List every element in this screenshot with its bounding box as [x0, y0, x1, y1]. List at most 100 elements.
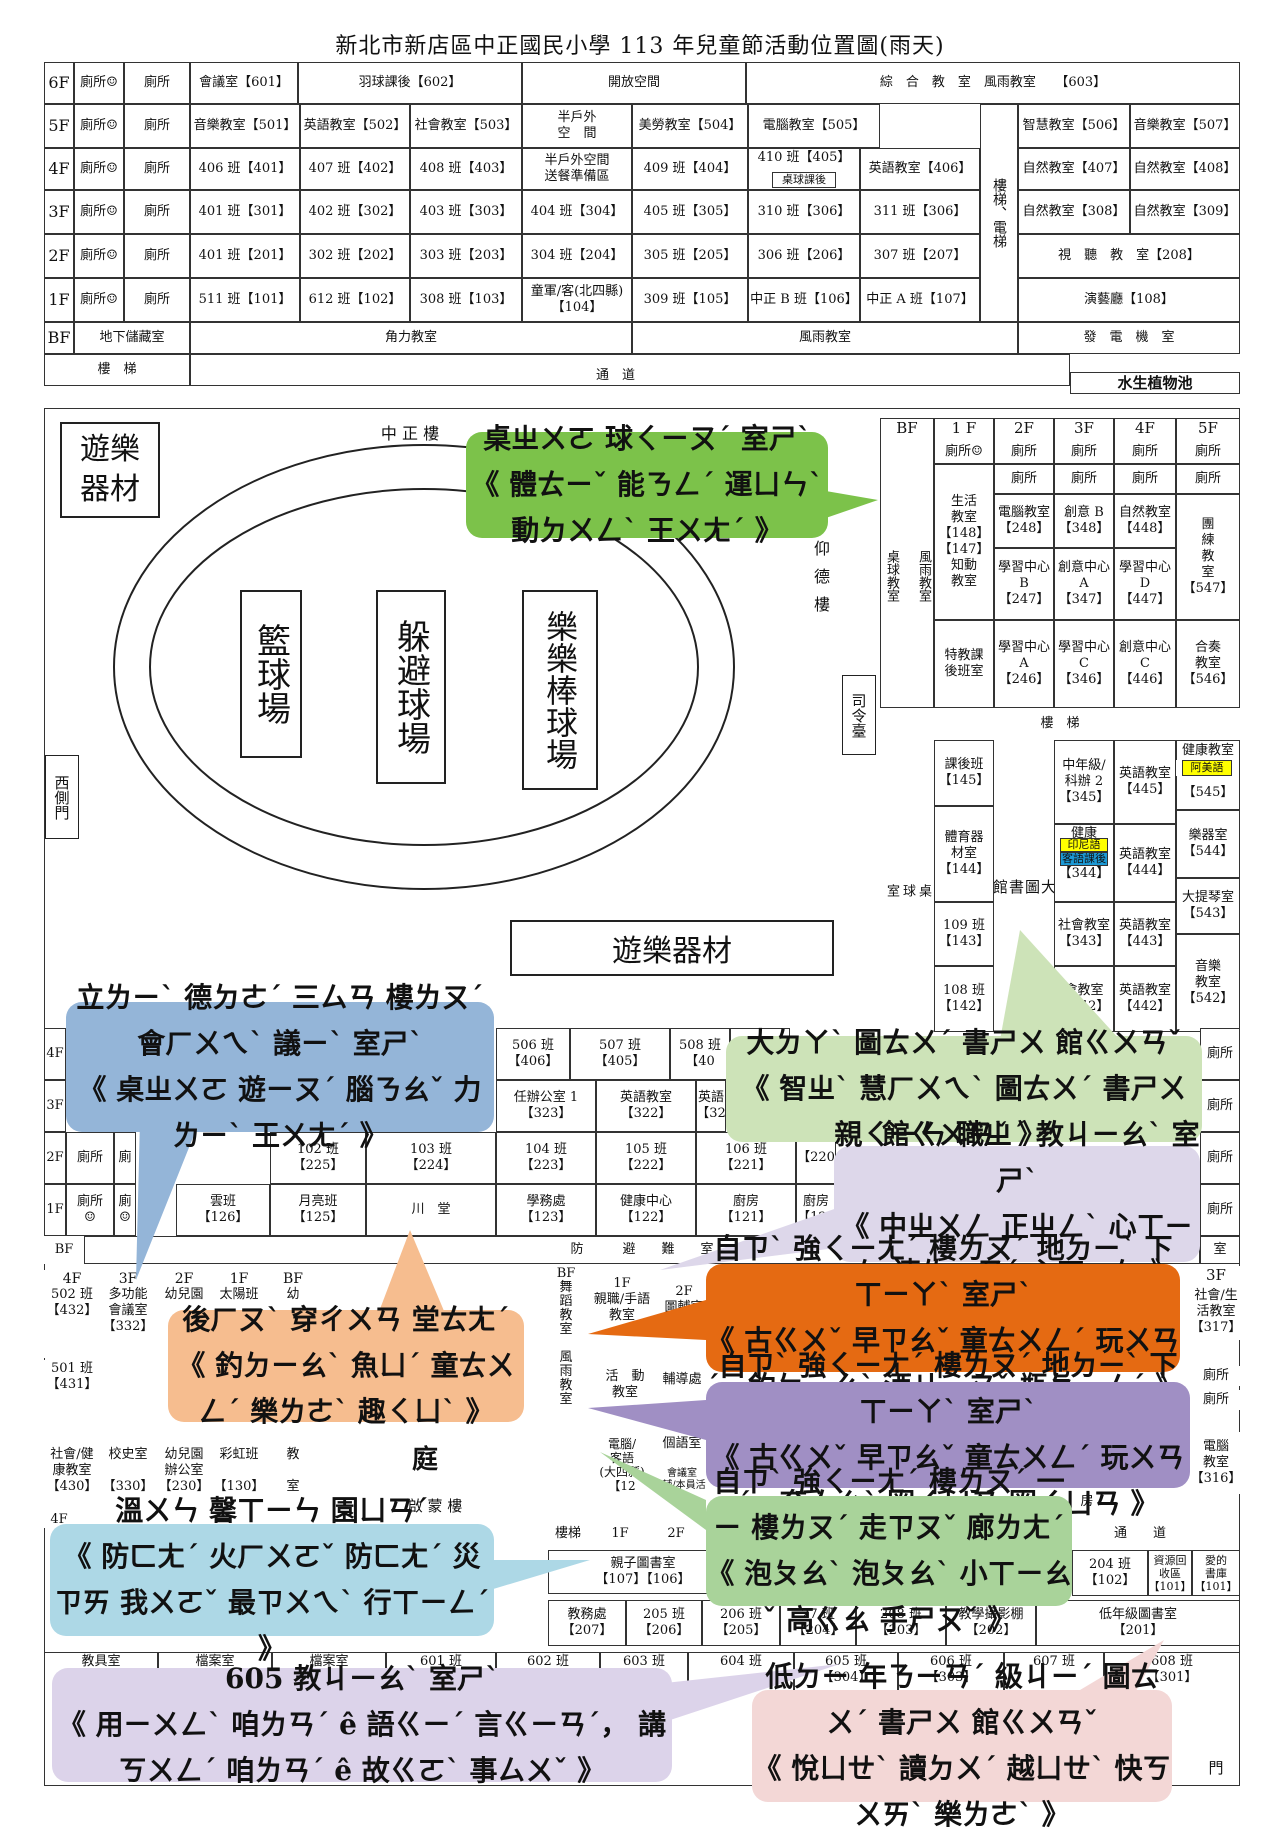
restroom-3f: 廁所: [1200, 1080, 1240, 1132]
baseball-court: 樂樂棒球場: [522, 590, 598, 790]
tail-library: [1000, 930, 1120, 1040]
room-223: 104 班 【223】: [496, 1132, 596, 1184]
restroom-accessible: 廁所☺: [74, 62, 124, 104]
restroom-accessible: 廁所☺: [74, 104, 124, 148]
restroom: 廁所: [1176, 464, 1240, 494]
restroom: 廁所: [124, 148, 190, 190]
room-2f-5: 306 班【206】: [748, 234, 860, 278]
indigenous-language-badge: 印尼語: [1060, 838, 1108, 852]
bubble-line-1: 溫ㄨㄣ 馨ㄒㄧㄣ 園ㄩㄢˊ: [115, 1494, 429, 1527]
floor-label-3F: 3F: [44, 190, 74, 234]
restroom-accessible: 廁所☺: [74, 278, 124, 322]
room-1f-1: 612 班【102】: [300, 278, 410, 322]
room-121: 廚房 【121】: [696, 1184, 796, 1236]
room-506: 智慧教室【506】: [1018, 104, 1130, 148]
floor-2f: 2F: [44, 1132, 66, 1184]
room-5f-3: 半戶外 空 間: [522, 104, 632, 148]
rain-classroom: 風雨教室: [632, 322, 1018, 354]
qimeng-building: 啟 蒙 樓: [380, 1494, 490, 1518]
floor-3f: 3F: [44, 1080, 66, 1132]
room-2f-0: 401 班【201】: [190, 234, 300, 278]
bubble-line-2: 《 泡ㄆㄠˋ 泡ㄆㄠˋ 小ㄒㄧㄠˇ 高ㄍㄠ 手ㄕㄡˇ 》: [706, 1557, 1072, 1636]
bubble-line-2: 《 悅ㄩㄝˋ 讀ㄉㄨˊ 越ㄩㄝˋ 快ㄎㄨㄞˋ 樂ㄌㄜˋ 》: [753, 1752, 1171, 1831]
room-601: 會議室【601】: [190, 62, 298, 104]
restroom: 廁所: [994, 464, 1054, 494]
room-348: 創意 B 【348】: [1054, 494, 1114, 548]
room-402: 407 班【402】: [300, 148, 410, 190]
room-1f-4: 309 班【105】: [632, 278, 748, 322]
room-543: 大提琴室 【543】: [1176, 878, 1240, 934]
room-1f-2: 308 班【103】: [410, 278, 522, 322]
open-space-6f: 開放空間: [522, 62, 746, 104]
restroom-lower-1: 廁所: [1192, 1366, 1240, 1386]
room-3f-4: 405 班【305】: [632, 190, 748, 234]
bubble-main-library: 大ㄉㄚˋ 圖ㄊㄨˊ 書ㄕㄨ 館ㄍㄨㄢˇ《 智ㄓˋ 慧ㄏㄨㄟˋ 圖ㄊㄨˊ 書ㄕㄨ …: [726, 1026, 1202, 1151]
room-405: 410 班【405】: [748, 148, 860, 190]
special-ed-afterschool: 特教課 後班室: [934, 620, 994, 708]
room-145: 課後班 【145】: [934, 740, 994, 806]
room-401: 406 班【401】: [190, 148, 300, 190]
life-and-motor-classroom: 生活 教室 【148】 【147】 知動 教室: [934, 464, 994, 620]
bubble-line-2: 《 用ㄧㄨㄥˋ 咱ㄌㄢˊ ê 語ㄍㄧˊ 言ㄍㄧㄢˊ， 講ㄎㄨㄥˊ 咱ㄌㄢˊ ê …: [57, 1708, 667, 1787]
room-142: 108 班 【142】: [934, 966, 994, 1032]
corridor-lower: 通 道: [1080, 1520, 1200, 1548]
lower-r3-3: 彩虹班 【130】: [212, 1430, 266, 1512]
room-317: 社會/生 活教室 【317】: [1192, 1284, 1240, 1340]
restroom: 廁所: [1010, 444, 1037, 459]
floor-1f: 1F: [44, 1184, 66, 1236]
generator-room: 發 電 機 室: [1018, 322, 1240, 354]
room-247: 學習中心 B 【247】: [994, 548, 1054, 620]
room-444: 英語教室 【444】: [1114, 824, 1176, 902]
bubble-back-hall: 後ㄏㄡˋ 穿ㄔㄨㄢ 堂ㄊㄤˊ《 釣ㄉㄧㄠˋ 魚ㄩˊ 童ㄊㄨㄥˊ 樂ㄌㄜˋ 趣ㄑㄩ…: [168, 1303, 524, 1428]
office-0: 教務處 【207】: [548, 1600, 626, 1646]
room-2f-4: 305 班【205】: [632, 234, 748, 278]
room-bf-right: 室: [1200, 1236, 1240, 1264]
counseling-office: 輔導處: [654, 1360, 710, 1400]
room-5f-4: 美勞教室【504】: [632, 104, 748, 148]
room-40x: 508 班 【40: [670, 1028, 730, 1080]
floor-label-4F: 4F: [44, 148, 74, 190]
bubble-line-2: 《 防ㄈㄤˊ 火ㄏㄨㄛˇ 防ㄈㄤˊ 災ㄗㄞ 我ㄨㄛˇ 最ㄗㄨㄟˋ 行ㄒㄧㄥˊ 》: [54, 1540, 490, 1665]
room-3f-0: 401 班【301】: [190, 190, 300, 234]
restroom-2f-right: 廁所: [1200, 1132, 1240, 1184]
office-2: 206 班 【205】: [702, 1600, 780, 1646]
room-3f-5: 310 班【306】: [748, 190, 860, 234]
room-1f-6: 中正 A 班【107】: [860, 278, 980, 322]
room-447: 學習中心 D 【447】: [1114, 548, 1176, 620]
floor-label-6F: 6F: [44, 62, 74, 104]
west-gate: 西側門: [45, 755, 79, 839]
room-32x: 英語 【32: [696, 1080, 726, 1132]
restroom-2f: 廁所: [66, 1132, 114, 1184]
room-602: 羽球課後【602】: [298, 62, 522, 104]
bubble-line-1: 自ㄗˋ 強ㄑㄧㄤˊ 樓ㄌㄡˊ 地ㄉㄧˋ 下ㄒㄧㄚˋ 室ㄕˋ: [718, 1349, 1178, 1428]
play-equipment-upper: 遊樂 器材: [60, 422, 160, 518]
floor-2f-lower: 2F: [656, 1520, 696, 1548]
room-443: 英語教室 【443】: [1114, 902, 1176, 966]
room-2f-3: 304 班【204】: [522, 234, 632, 278]
office-6: 低年級圖書室 【201】: [1036, 1600, 1240, 1646]
room-125: 月亮班 【125】: [270, 1184, 366, 1236]
lower-r3-0: 社會/健 康教室 【430】: [44, 1430, 100, 1512]
room-224: 103 班 【224】: [366, 1132, 496, 1184]
activity-classroom: 活 動 教室: [590, 1360, 660, 1410]
dodgeball-court: 躲避球場: [376, 590, 446, 784]
restroom: 廁所: [124, 278, 190, 322]
bubble-classroom-605: 605 教ㄐㄧㄠˋ 室ㄕˋ《 用ㄧㄨㄥˋ 咱ㄌㄢˊ ê 語ㄍㄧˊ 言ㄍㄧㄢˊ， …: [52, 1662, 672, 1787]
bubble-line-2: 《 釣ㄉㄧㄠˋ 魚ㄩˊ 童ㄊㄨㄥˊ 樂ㄌㄜˋ 趣ㄑㄩˋ 》: [177, 1349, 515, 1428]
stairs-right: 樓 梯: [880, 708, 1240, 740]
room-431: 501 班 【431】: [44, 1360, 100, 1440]
room-344-number: 【344】: [1060, 866, 1108, 881]
room-122: 健康中心 【122】: [596, 1184, 696, 1236]
tail-meeting-room: [136, 1120, 200, 1280]
room-102: 204 班 【102】: [1072, 1550, 1148, 1596]
recycling-area: 資源回 收區 【101】: [1148, 1550, 1192, 1596]
floor-1f-lower: 1F: [600, 1520, 640, 1548]
amis-language-badge: 阿美語: [1182, 760, 1232, 776]
room-404: 409 班【404】: [632, 148, 748, 190]
lower-right-gate: 門: [1196, 1756, 1236, 1780]
bubble-line-1: 自ㄗˋ 強ㄑㄧㄤˊ 樓ㄌㄡˊ 一ㄧ 樓ㄌㄡˊ 走ㄗㄡˇ 廊ㄌㄤˊ: [713, 1465, 1065, 1544]
room-1f-3: 童軍/客(北四縣) 【104】: [522, 278, 632, 322]
room-405: 507 班 【405】: [570, 1028, 670, 1080]
room-544: 樂器室 【544】: [1176, 810, 1240, 878]
tail-corridor: [600, 1452, 706, 1530]
